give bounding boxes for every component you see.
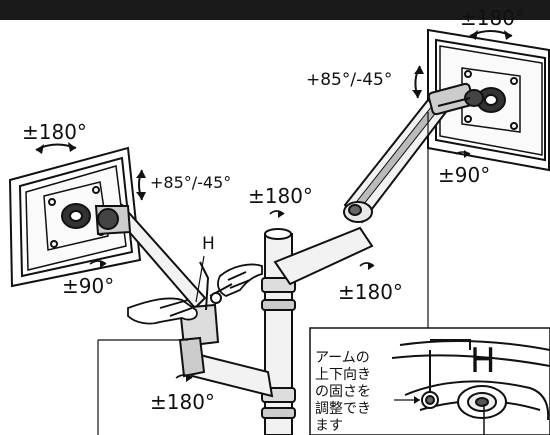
inset-caption-line: 上下向き bbox=[315, 367, 371, 383]
left-monitor bbox=[8, 146, 142, 288]
right-monitor bbox=[427, 28, 550, 172]
pole-upper-rotation-label: ±180° bbox=[338, 280, 403, 304]
inset-h-label: H bbox=[470, 341, 496, 381]
inset-caption-line: ます bbox=[315, 418, 343, 434]
top-right-rotation-label: ±180° bbox=[460, 6, 525, 30]
h-marker-label: H bbox=[202, 234, 215, 254]
inset-caption-line: 調整でき bbox=[315, 401, 371, 417]
inset-text-area: アームの 上下向き の固さを 調整でき ます H bbox=[310, 328, 550, 435]
left-swivel-label: ±90° bbox=[62, 274, 115, 298]
rotation-arrow-icon bbox=[35, 30, 513, 201]
inset-detail bbox=[391, 339, 550, 435]
swivel-arrow-icon bbox=[89, 150, 471, 382]
top-right-tilt-label: +85°/-45° bbox=[306, 70, 393, 90]
left-rotation-label: ±180° bbox=[22, 120, 87, 144]
left-arm bbox=[94, 203, 274, 398]
hex-key-icon bbox=[199, 261, 233, 311]
left-tilt-label: +85°/-45° bbox=[150, 173, 232, 192]
pole-lower-rotation-label: ±180° bbox=[150, 390, 215, 414]
header-bar bbox=[0, 0, 550, 20]
inset-caption-line: アームの bbox=[315, 350, 370, 366]
hand-icon bbox=[127, 263, 263, 325]
right-swivel-label: ±90° bbox=[438, 163, 491, 187]
leader-lines bbox=[97, 112, 429, 435]
center-joint-rotation-label: ±180° bbox=[248, 184, 313, 208]
right-arm bbox=[273, 82, 484, 286]
inset-caption-line: の固さを bbox=[315, 384, 371, 400]
